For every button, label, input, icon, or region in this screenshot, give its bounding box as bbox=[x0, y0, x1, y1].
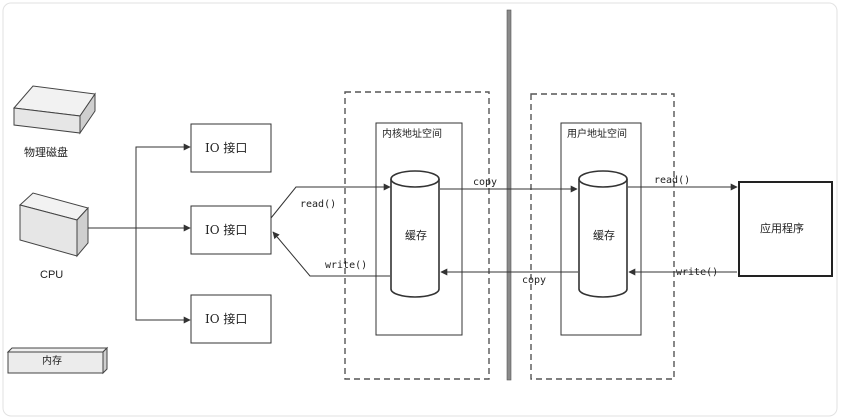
io-port-2-label: IO 接口 bbox=[205, 223, 248, 237]
io-port-3-label: IO 接口 bbox=[205, 312, 248, 326]
edge-cpu-io-top bbox=[135, 143, 191, 228]
application-box bbox=[738, 181, 833, 277]
kernel-user-divider bbox=[506, 9, 512, 381]
copy-to-kernel-label: copy bbox=[522, 275, 547, 286]
io-port-3 bbox=[190, 294, 272, 344]
io-port-2 bbox=[190, 205, 272, 255]
disk-device bbox=[13, 85, 96, 135]
disk-label: 物理磁盘 bbox=[24, 146, 68, 159]
kernel-space-region bbox=[344, 91, 490, 380]
io-port-1 bbox=[190, 123, 272, 173]
edge-kernel-read bbox=[270, 183, 391, 219]
cpu-label: CPU bbox=[40, 269, 64, 281]
cpu-device bbox=[18, 192, 89, 258]
edge-kernel-write bbox=[272, 231, 390, 277]
edge-cpu-io-bottom bbox=[135, 228, 191, 324]
copy-to-user-label: copy bbox=[473, 177, 498, 188]
memory-label: 内存 bbox=[42, 356, 62, 367]
io-port-1-label: IO 接口 bbox=[205, 141, 248, 155]
user-space-title: 用户地址空间 bbox=[567, 129, 627, 140]
kernel-space-title: 内核地址空间 bbox=[382, 129, 442, 140]
app-read-label: read() bbox=[654, 175, 691, 186]
kernel-write-label: write() bbox=[325, 260, 368, 271]
kernel-buffer-cylinder bbox=[390, 170, 440, 298]
user-buffer-cylinder bbox=[578, 170, 628, 298]
memory-device bbox=[6, 346, 109, 375]
application-label: 应用程序 bbox=[760, 222, 804, 235]
user-space-region bbox=[530, 93, 675, 380]
kernel-buffer-label: 缓存 bbox=[405, 229, 427, 242]
kernel-read-label: read() bbox=[300, 199, 337, 210]
user-buffer-label: 缓存 bbox=[593, 229, 615, 242]
app-write-label: write() bbox=[676, 267, 719, 278]
